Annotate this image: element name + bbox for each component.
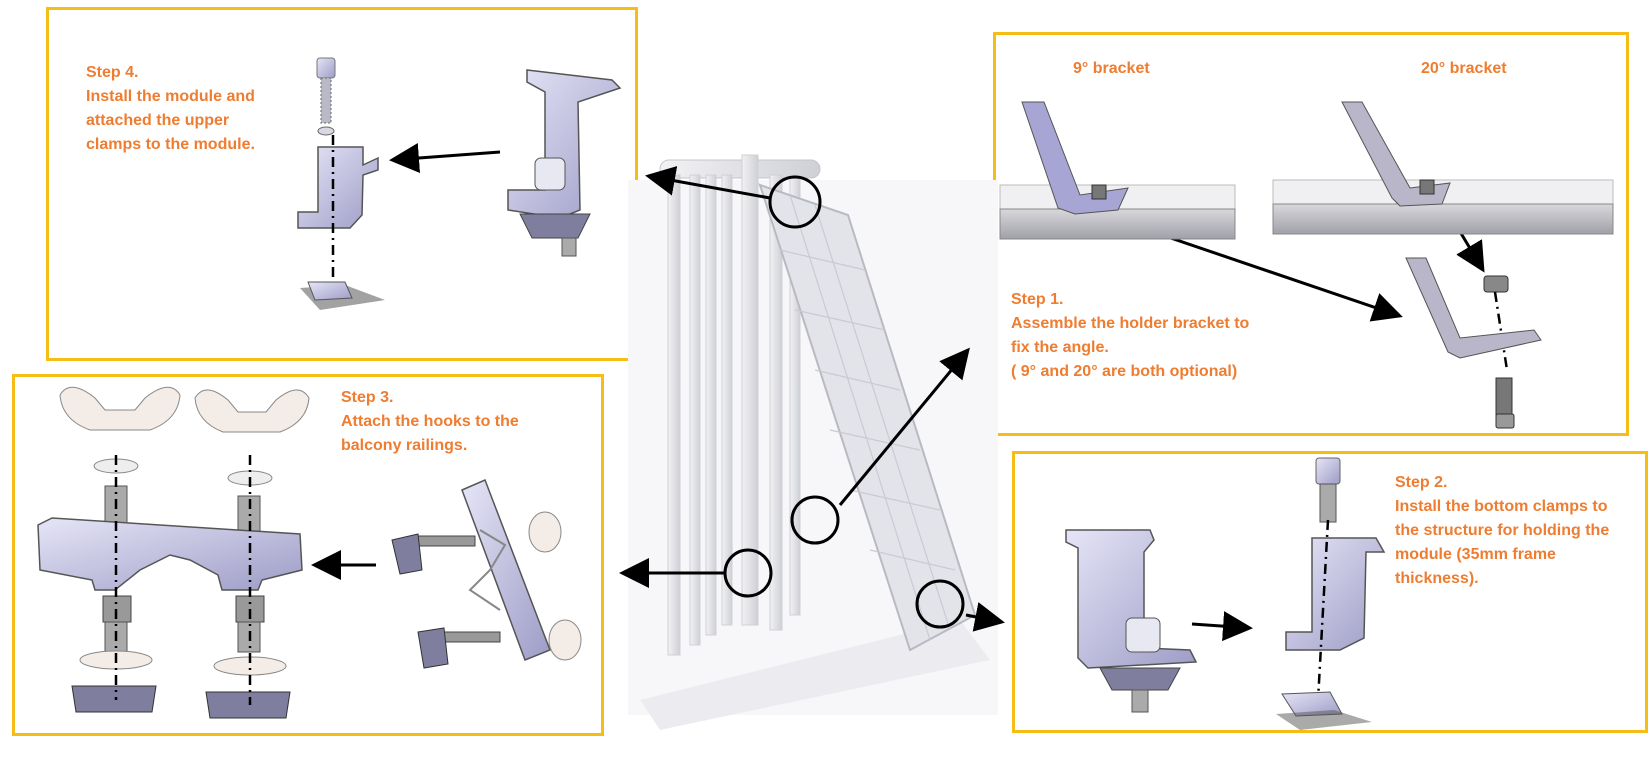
step4-line-1: Install the module and bbox=[86, 88, 255, 105]
bracket-9-label: 9° bracket bbox=[1073, 60, 1150, 77]
hook-icon bbox=[391, 478, 582, 669]
step2-line-1: Install the bottom clamps to bbox=[1395, 498, 1608, 515]
step3-line-2: balcony railings. bbox=[341, 437, 468, 454]
step4-line-2: attached the upper bbox=[86, 112, 230, 129]
bottom-clamp-exploded-icon bbox=[1276, 457, 1386, 730]
step1-line-2: fix the angle. bbox=[1011, 339, 1109, 356]
hook-bar-icon bbox=[37, 455, 303, 719]
clamp-icon bbox=[297, 146, 379, 229]
step1-line-1: Assemble the holder bracket to bbox=[1011, 315, 1250, 332]
step1-title: Step 1. bbox=[1011, 291, 1064, 308]
step2-line-3: module (35mm frame bbox=[1395, 546, 1556, 563]
bottom-clamp-icon bbox=[1065, 529, 1198, 713]
detail-circles bbox=[723, 175, 965, 629]
bracket-20-label: 20° bracket bbox=[1421, 60, 1507, 77]
upper-clamp-assembly-icon bbox=[507, 69, 622, 257]
wing-nut-icon bbox=[59, 386, 310, 433]
step2-line-4: thickness). bbox=[1395, 570, 1479, 587]
step2-title: Step 2. bbox=[1395, 474, 1448, 491]
step2-text: Step 2. Install the bottom clamps to the… bbox=[1395, 471, 1609, 591]
step1-line-3: ( 9° and 20° are both optional) bbox=[1011, 363, 1238, 380]
t-nut-part bbox=[307, 281, 353, 301]
step2-line-2: the structure for holding the bbox=[1395, 522, 1610, 539]
step4-text: Step 4. Install the module and attached … bbox=[86, 61, 255, 157]
step3-line-1: Attach the hooks to the bbox=[341, 413, 519, 430]
bracket-20-icon bbox=[1272, 101, 1614, 235]
step3-title: Step 3. bbox=[341, 389, 394, 406]
bracket-exploded-icon bbox=[1405, 257, 1542, 429]
bolt-icon bbox=[316, 57, 336, 136]
step4-title: Step 4. bbox=[86, 64, 139, 81]
step3-text: Step 3. Attach the hooks to the balcony … bbox=[341, 386, 519, 458]
connection-arrows bbox=[311, 143, 1485, 642]
bracket-icon bbox=[999, 101, 1236, 240]
step4-line-3: clamps to the module. bbox=[86, 136, 255, 153]
step1-text: Step 1. Assemble the holder bracket to f… bbox=[1011, 288, 1249, 384]
